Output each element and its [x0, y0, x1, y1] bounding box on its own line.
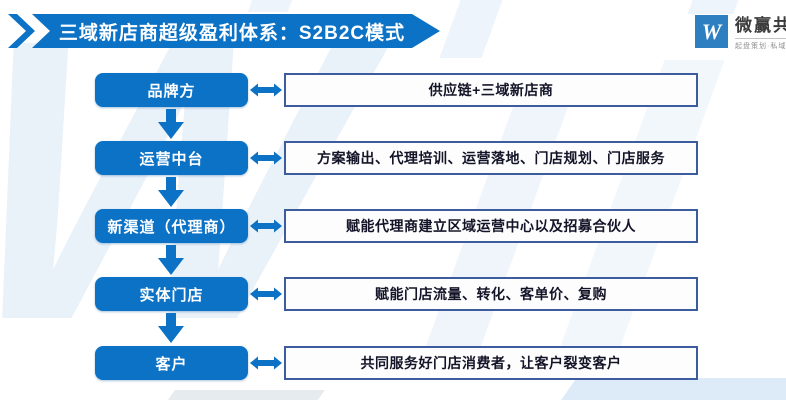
background-band: [165, 390, 325, 400]
banner-chevron-icon: [8, 14, 35, 48]
background-stripe: [439, 0, 503, 58]
down-arrow-icon: [157, 109, 185, 139]
background-band: [555, 378, 786, 400]
down-arrow-icon: [157, 313, 185, 343]
stage-box-channel: 新渠道（代理商）: [95, 209, 248, 243]
down-arrow-icon: [157, 177, 185, 207]
company-name: 微赢共创: [735, 16, 786, 35]
company-logo: W 微赢共创 起盘策划·私域运营: [695, 15, 786, 51]
stage-box-brand: 品牌方: [95, 73, 248, 107]
double-arrow-icon: [250, 355, 282, 371]
double-arrow-icon: [250, 82, 282, 98]
stage-box-customer: 客户: [95, 346, 248, 380]
page-title: 三域新店商超级盈利体系：S2B2C模式: [58, 22, 406, 44]
detail-box-brand: 供应链+三域新店商: [284, 73, 698, 107]
title-banner: 三域新店商超级盈利体系：S2B2C模式: [8, 14, 440, 48]
background-stripe: [247, 0, 293, 12]
logo-text: 微赢共创 起盘策划·私域运营: [735, 15, 786, 51]
watermark-w-icon: W: [0, 0, 372, 400]
double-arrow-icon: [250, 150, 282, 166]
detail-box-operations: 方案输出、代理培训、运营落地、门店规划、门店服务: [284, 141, 698, 175]
detail-box-channel: 赋能代理商建立区域运营中心以及招募合伙人: [284, 209, 698, 243]
background-stripe: [687, 0, 739, 14]
double-arrow-icon: [250, 218, 282, 234]
banner-body: 三域新店商超级盈利体系：S2B2C模式: [32, 14, 440, 48]
stage-box-operations: 运营中台: [95, 141, 248, 175]
company-tagline: 起盘策划·私域运营: [735, 38, 786, 51]
logo-w-icon: W: [695, 15, 728, 48]
stage-box-store: 实体门店: [95, 277, 248, 311]
detail-box-store: 赋能门店流量、转化、客单价、复购: [284, 277, 698, 311]
down-arrow-icon: [157, 245, 185, 275]
double-arrow-icon: [250, 286, 282, 302]
detail-box-customer: 共同服务好门店消费者，让客户裂变客户: [284, 346, 698, 380]
